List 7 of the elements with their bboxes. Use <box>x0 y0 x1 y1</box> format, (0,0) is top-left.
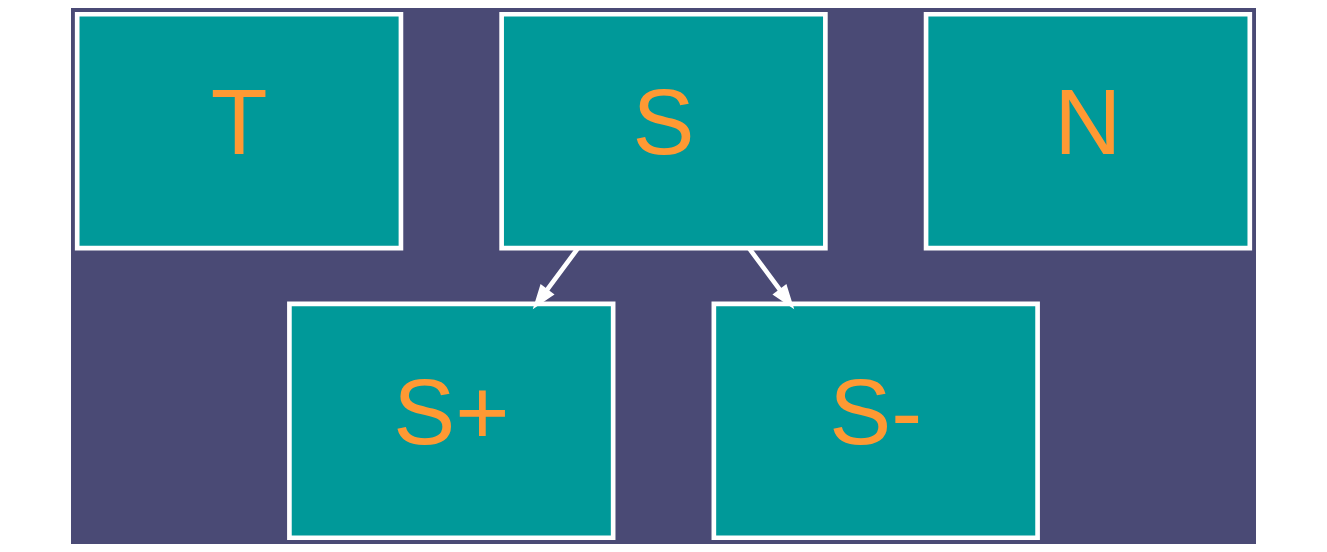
node-box: S <box>499 11 828 251</box>
node-box: N <box>923 11 1253 251</box>
node-box: T <box>74 11 404 251</box>
arrow <box>747 247 795 310</box>
arrow <box>532 247 580 310</box>
node-box: S+ <box>287 301 616 541</box>
node-box: S- <box>711 301 1040 541</box>
